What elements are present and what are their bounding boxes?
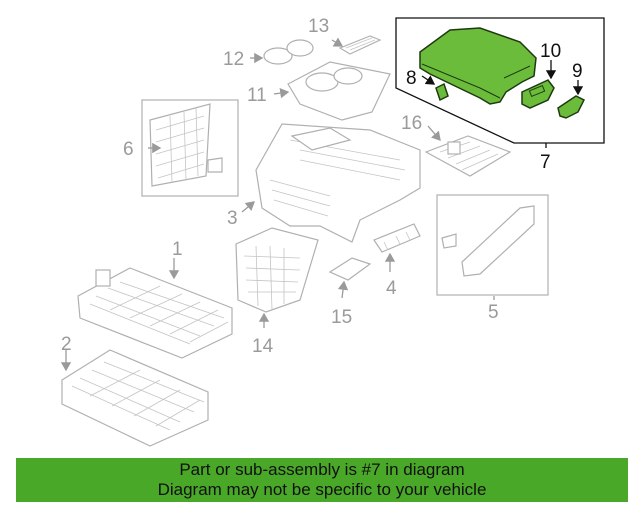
callout-4: 4 (386, 278, 397, 299)
callout-3: 3 (227, 208, 238, 229)
part-5-side-panel[interactable] (436, 194, 549, 296)
callout-10: 10 (540, 41, 561, 62)
part-6-panel[interactable] (141, 99, 239, 197)
leader-lines (60, 37, 584, 372)
callout-12: 12 (223, 49, 244, 70)
assembly-7-box (395, 17, 605, 144)
part-1-base[interactable] (77, 267, 233, 359)
banner-line-1: Part or sub-assembly is #7 in diagram (179, 460, 465, 479)
callout-5: 5 (488, 302, 499, 323)
part-4-bracket[interactable] (373, 223, 421, 253)
part-12-cup-holder[interactable] (263, 39, 314, 65)
info-banner: Part or sub-assembly is #7 in diagram Di… (16, 458, 628, 502)
part-2-lower-frame[interactable] (61, 349, 209, 447)
callout-7: 7 (540, 152, 551, 173)
part-16-tray[interactable] (424, 135, 512, 177)
part-14-storage-bin[interactable] (235, 227, 319, 313)
callout-6: 6 (123, 139, 134, 160)
part-15-pad[interactable] (328, 257, 372, 281)
part-9-handle[interactable] (557, 95, 586, 119)
part-11-bezel[interactable] (287, 61, 391, 121)
callout-8: 8 (406, 68, 417, 89)
callout-14: 14 (252, 336, 274, 357)
part-armrest-lid[interactable] (419, 27, 537, 105)
callout-15: 15 (331, 307, 352, 328)
banner-line-2: Diagram may not be specific to your vehi… (157, 480, 487, 499)
callout-2: 2 (61, 334, 72, 355)
callout-1: 1 (172, 239, 183, 260)
callout-11: 11 (247, 85, 267, 106)
part-3-console-body[interactable] (255, 123, 421, 243)
callout-16: 16 (401, 113, 422, 134)
callout-13: 13 (308, 16, 329, 37)
callout-9: 9 (572, 61, 583, 82)
part-10-latch[interactable] (521, 79, 555, 109)
part-8-clip[interactable] (435, 82, 449, 102)
part-13-tray-mat[interactable] (338, 35, 382, 55)
